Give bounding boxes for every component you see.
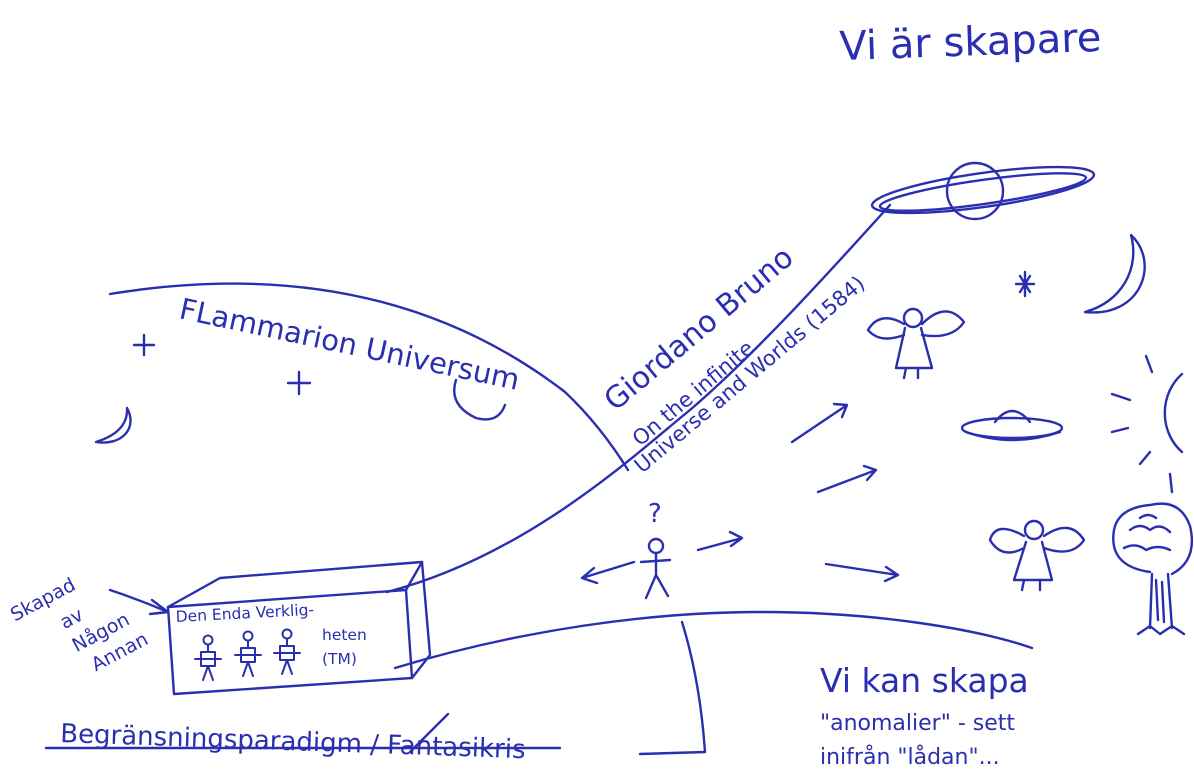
arrow-icon [790,402,849,444]
plus-star-icon [132,333,156,357]
question-mark: ? [648,499,662,529]
arrow-icon [824,562,900,583]
angel-icon [866,307,966,380]
bruno-cone-lower [393,610,1034,670]
arrow-icon [816,464,878,494]
flammarion-swoosh [453,378,507,421]
sun-icon [1110,354,1184,494]
saturn-icon [870,161,1096,221]
bruno-cone-upper [385,203,892,594]
flammarion-dome [108,282,630,472]
arrow-icon [580,560,636,585]
arrows [580,402,900,585]
flammarion-label: FLammarion Universum [177,292,523,397]
moon-icon [94,406,132,444]
ink-strokes [44,161,1194,756]
created-by-arrow [108,588,170,616]
stick-figure-icon [639,537,672,600]
tree-icon [1112,502,1194,636]
headline: Vi är skapare [839,15,1102,70]
create-line3: inifrån "lådan"... [820,744,1000,770]
ufo-icon [960,409,1064,442]
create-line2: "anomalier" - sett [820,711,1015,736]
box-label-line3: (TM) [322,650,357,668]
plus-star-icon [286,370,312,396]
paradigm-label: Begränsningsparadigm / Fantasikris [60,719,526,765]
paradigm-slash [408,712,450,754]
moon-icon [1083,233,1146,314]
reality-box [166,560,432,696]
angel-icon [988,519,1086,592]
create-line1: Vi kan skapa [820,661,1029,700]
box-people [194,628,301,681]
created-by-note: Skapad av Någon Annan [7,574,152,676]
star-icon [1014,270,1036,298]
paradigm-boundary [638,620,707,756]
box-label-line2: heten [322,626,367,644]
arrow-icon [696,530,744,552]
